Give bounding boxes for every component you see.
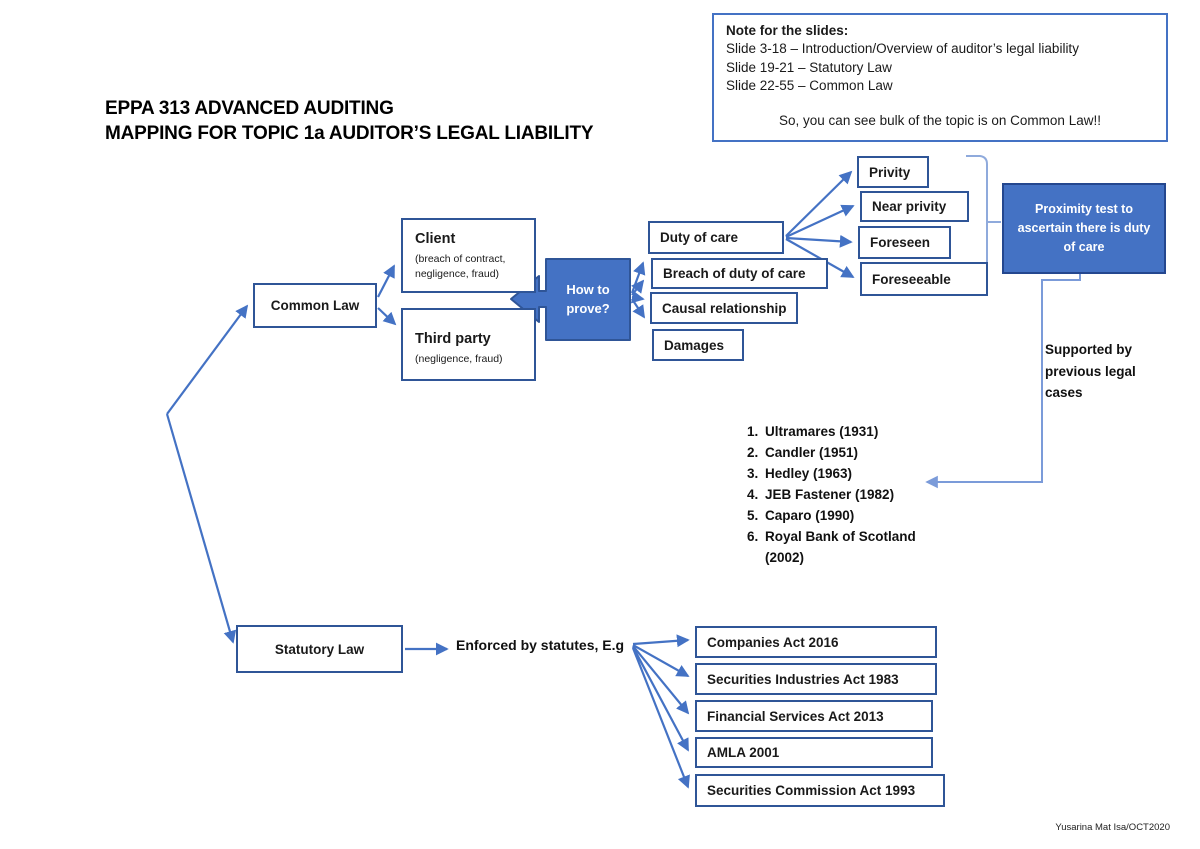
node-duty-of-care-label: Duty of care bbox=[660, 230, 739, 245]
node-how-to-prove: How to prove? bbox=[546, 259, 630, 340]
note-box: Note for the slides: Slide 3-18 – Introd… bbox=[712, 13, 1168, 142]
legal-case-item: Caparo (1990) bbox=[762, 505, 923, 526]
node-common-law: Common Law bbox=[253, 283, 377, 328]
node-foreseen: Foreseen bbox=[858, 226, 951, 259]
node-proximity-test: Proximity test to ascertain there is dut… bbox=[1002, 183, 1166, 274]
enforced-by-label: Enforced by statutes, E.g bbox=[456, 637, 624, 653]
node-privity-label: Privity bbox=[869, 164, 911, 180]
supported-by-note: Supported by previous legal cases bbox=[1045, 339, 1173, 404]
node-statutory-law: Statutory Law bbox=[236, 625, 403, 673]
note-heading: Note for the slides: bbox=[726, 23, 849, 38]
node-companies-act: Companies Act 2016 bbox=[695, 626, 937, 658]
page-title-line1: EPPA 313 ADVANCED AUDITING bbox=[105, 98, 394, 119]
node-securities-commission-act-label: Securities Commission Act 1993 bbox=[707, 783, 916, 798]
footer-credit: Yusarina Mat Isa/OCT2020 bbox=[970, 822, 1170, 833]
node-client: Client (breach of contract, negligence, … bbox=[401, 218, 536, 293]
enforced-by-text: Enforced by statutes, E.g bbox=[456, 637, 625, 653]
node-securities-commission-act: Securities Commission Act 1993 bbox=[695, 774, 945, 807]
note-conclusion: So, you can see bulk of the topic is on … bbox=[779, 113, 1101, 129]
node-damages: Damages bbox=[652, 329, 744, 361]
footer-credit-text: Yusarina Mat Isa/OCT2020 bbox=[1055, 822, 1170, 833]
node-companies-act-label: Companies Act 2016 bbox=[707, 634, 839, 650]
node-proximity-test-label: Proximity test to ascertain there is dut… bbox=[1017, 202, 1151, 254]
legal-cases-list: Ultramares (1931) Candler (1951) Hedley … bbox=[742, 421, 923, 568]
node-foreseen-label: Foreseen bbox=[870, 235, 931, 250]
node-causal-relationship: Causal relationship bbox=[650, 292, 798, 324]
node-common-law-label: Common Law bbox=[270, 298, 360, 313]
node-amla-label: AMLA 2001 bbox=[707, 745, 780, 760]
legal-case-item: Hedley (1963) bbox=[762, 463, 923, 484]
note-line: Slide 3-18 – Introduction/Overview of au… bbox=[726, 41, 1079, 57]
supported-by-label: Supported by previous legal cases bbox=[1045, 342, 1136, 401]
legal-case-item: Royal Bank of Scotland (2002) bbox=[762, 526, 923, 568]
node-near-privity: Near privity bbox=[860, 191, 969, 222]
page-title: EPPA 313 ADVANCED AUDITING MAPPING FOR T… bbox=[105, 96, 594, 146]
node-third-party-subtitle: (negligence, fraud) bbox=[415, 352, 503, 365]
page-title-line2: MAPPING FOR TOPIC 1a AUDITOR’S LEGAL LIA… bbox=[105, 123, 594, 145]
node-causal-relationship-label: Causal relationship bbox=[662, 300, 787, 316]
legal-case-item: JEB Fastener (1982) bbox=[762, 484, 923, 505]
note-line: Slide 22-55 – Common Law bbox=[726, 78, 893, 94]
node-breach-of-duty-label: Breach of duty of care bbox=[663, 266, 806, 281]
node-client-title: Client bbox=[415, 231, 456, 247]
node-securities-industries-act-label: Securities Industries Act 1983 bbox=[707, 671, 899, 687]
node-client-subtitle: (breach of contract, negligence, fraud) bbox=[415, 252, 506, 281]
node-near-privity-label: Near privity bbox=[872, 199, 947, 214]
node-damages-label: Damages bbox=[664, 337, 725, 353]
node-privity: Privity bbox=[857, 156, 929, 188]
node-securities-industries-act: Securities Industries Act 1983 bbox=[695, 663, 937, 695]
legal-case-item: Candler (1951) bbox=[762, 442, 923, 463]
node-amla: AMLA 2001 bbox=[695, 737, 933, 768]
node-financial-services-act: Financial Services Act 2013 bbox=[695, 700, 933, 732]
node-financial-services-act-label: Financial Services Act 2013 bbox=[707, 708, 884, 724]
node-third-party: Third party (negligence, fraud) bbox=[401, 308, 536, 381]
node-foreseeable-label: Foreseeable bbox=[872, 271, 951, 287]
node-duty-of-care: Duty of care bbox=[648, 221, 784, 254]
node-statutory-law-label: Statutory Law bbox=[274, 641, 365, 657]
node-breach-of-duty: Breach of duty of care bbox=[651, 258, 828, 289]
note-line: Slide 19-21 – Statutory Law bbox=[726, 59, 892, 75]
node-foreseeable: Foreseeable bbox=[860, 262, 988, 296]
node-third-party-title: Third party bbox=[415, 331, 491, 347]
legal-case-item: Ultramares (1931) bbox=[762, 421, 923, 442]
node-how-to-prove-label: How to prove? bbox=[566, 281, 610, 316]
